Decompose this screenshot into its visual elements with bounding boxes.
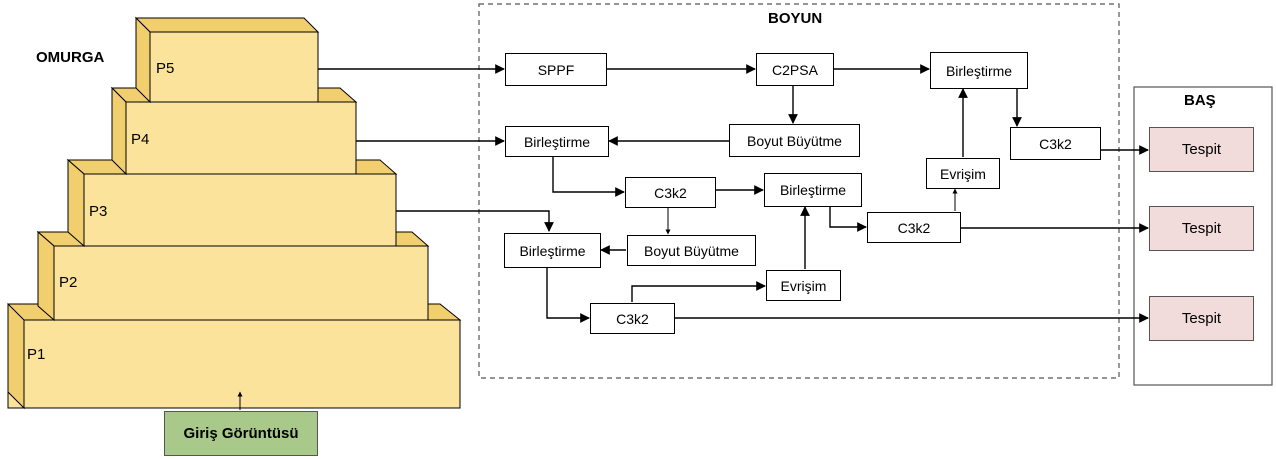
input-image-box: Giriş Görüntüsü — [164, 411, 318, 456]
level-label-p3: P3 — [89, 203, 107, 220]
node-detect-top: Tespit — [1149, 127, 1254, 172]
level-label-p4: P4 — [131, 131, 149, 148]
level-label-p5: P5 — [156, 60, 174, 77]
node-evrisim-low: Evrişim — [766, 270, 841, 301]
head-title: BAŞ — [1184, 92, 1216, 109]
node-sppf: SPPF — [505, 53, 607, 86]
node-c3k2-mid: C3k2 — [625, 177, 716, 208]
backbone-title: OMURGA — [36, 49, 104, 66]
node-detect-mid: Tespit — [1149, 206, 1254, 251]
node-c3k2-mid2: C3k2 — [867, 212, 961, 243]
edge-concat-c3k2 — [553, 157, 624, 192]
node-detect-low: Tespit — [1149, 296, 1254, 341]
level-label-p2: P2 — [59, 274, 77, 291]
edge-concat-c3k2-mid2 — [830, 207, 866, 227]
edge-c3k2-evrisim — [632, 286, 765, 302]
edge-concat-c3k2-low — [547, 268, 589, 318]
node-c3k2-low: C3k2 — [590, 303, 675, 334]
node-evrisim-top: Evrişim — [926, 158, 1000, 189]
node-concat-p3: Birleştirme — [504, 233, 601, 268]
node-c3k2-top: C3k2 — [1010, 127, 1101, 160]
edge-p3-concat — [396, 211, 549, 231]
level-label-p1: P1 — [27, 346, 45, 363]
node-c2psa: C2PSA — [756, 53, 834, 86]
node-concat-p4: Birleştirme — [505, 126, 609, 157]
node-upsample-2: Boyut Büyütme — [627, 235, 756, 266]
node-concat-mid: Birleştirme — [764, 173, 862, 207]
neck-title: BOYUN — [768, 10, 822, 27]
node-upsample-1: Boyut Büyütme — [729, 124, 860, 157]
node-concat-top: Birleştirme — [930, 52, 1028, 89]
